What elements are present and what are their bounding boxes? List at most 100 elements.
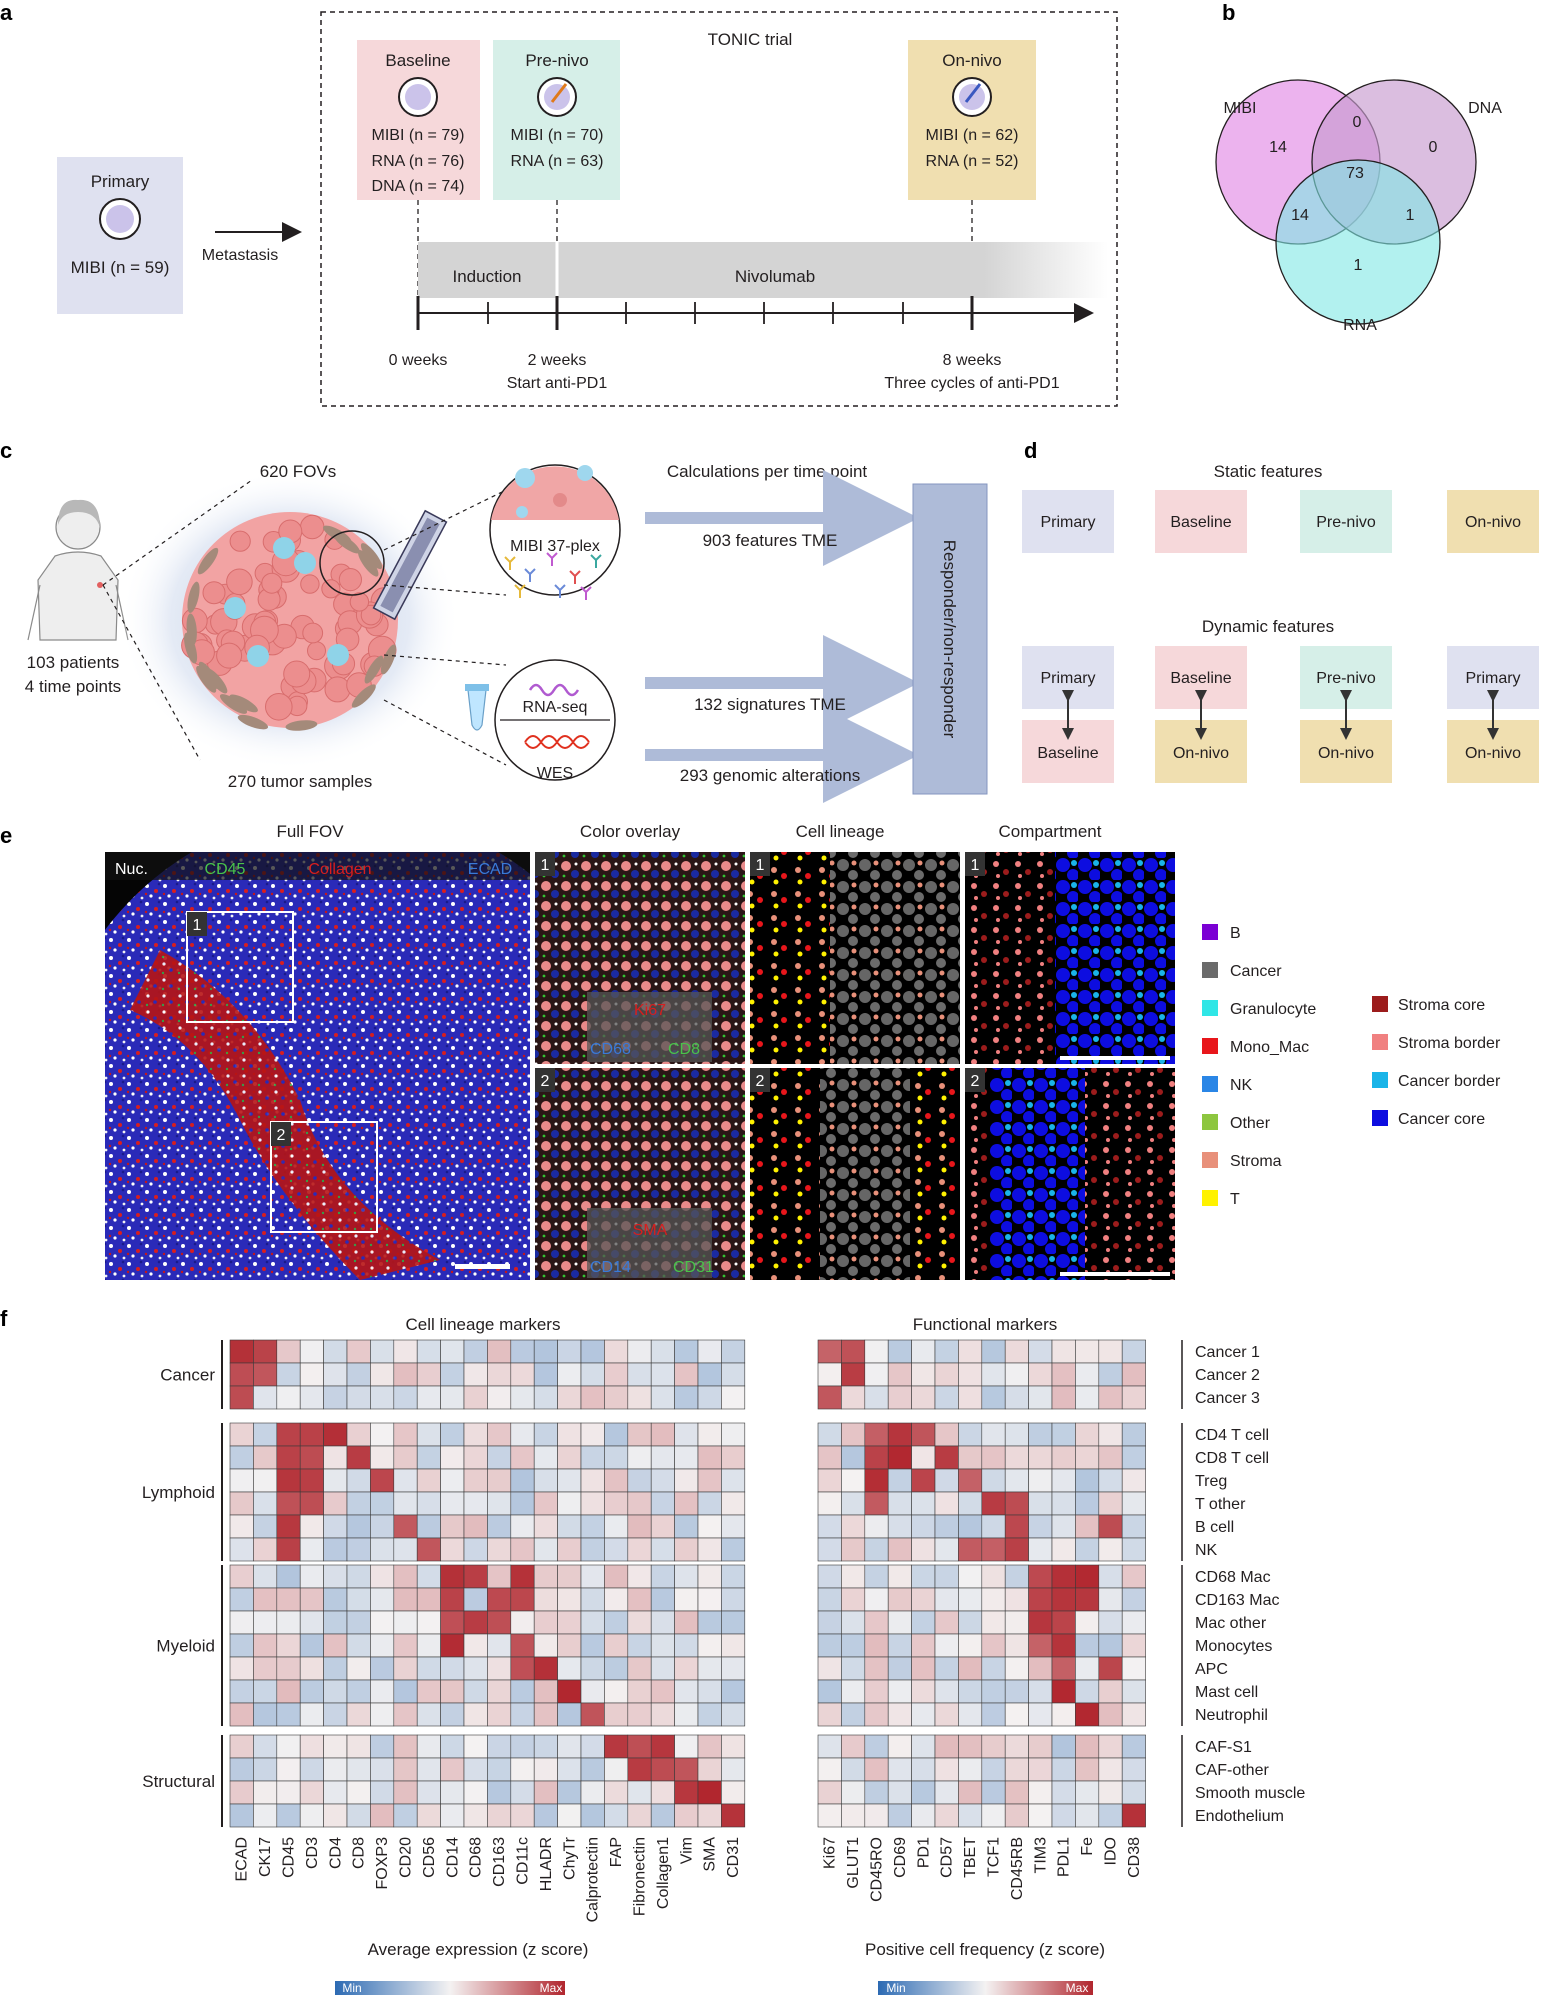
heatmap-cell — [370, 1422, 395, 1447]
row-label: NK — [1195, 1542, 1218, 1559]
heatmap-cell — [1075, 1803, 1100, 1828]
heatmap-cell — [674, 1422, 699, 1447]
heatmap-cell — [440, 1702, 465, 1727]
heatmap-cell — [1028, 1468, 1053, 1493]
heatmap-cell — [911, 1514, 936, 1539]
roi-box-1 — [186, 911, 294, 1023]
tumor-zoom-circle — [319, 530, 385, 596]
heatmap-cell — [533, 1514, 558, 1539]
heatmap-cell — [841, 1757, 866, 1782]
heatmap-cell — [1098, 1780, 1123, 1805]
heatmap-cell — [557, 1679, 582, 1704]
heatmap-cell — [393, 1633, 418, 1658]
heatmap-cell — [817, 1564, 842, 1589]
heatmap-cell — [887, 1734, 912, 1759]
heatmap-cell — [1075, 1679, 1100, 1704]
heatmap-cell — [958, 1803, 983, 1828]
tumor-cell — [226, 568, 253, 596]
heatmap-cell — [299, 1633, 324, 1658]
heatmap-cell — [533, 1803, 558, 1828]
heatmap-cell — [416, 1587, 441, 1612]
heatmap-cell — [557, 1514, 582, 1539]
heatmap-cell — [370, 1734, 395, 1759]
heatmap-cell — [1098, 1587, 1123, 1612]
heatmap-cell — [981, 1679, 1006, 1704]
heatmap-cell — [697, 1564, 722, 1589]
lineage-roi1-left — [750, 852, 830, 1064]
heatmap-cell — [627, 1468, 652, 1493]
heatmap-cell — [721, 1537, 746, 1562]
column-label: CD163 — [491, 1837, 508, 1887]
heatmap-cell — [841, 1679, 866, 1704]
heatmap-cell — [557, 1385, 582, 1410]
heatmap-cell — [416, 1537, 441, 1562]
color-overlay-title: Color overlay — [580, 822, 681, 841]
heatmap-cell — [697, 1702, 722, 1727]
heatmap-cell — [393, 1491, 418, 1516]
heatmap-cell — [346, 1587, 371, 1612]
heatmap-cell — [864, 1757, 889, 1782]
static-prenivo-box — [1300, 490, 1392, 553]
heatmap-cell — [841, 1422, 866, 1447]
heatmap-cell — [557, 1537, 582, 1562]
heatmap-cell — [346, 1780, 371, 1805]
heatmap-cell — [393, 1385, 418, 1410]
heatmap-cell — [416, 1514, 441, 1539]
prenivo-count-rna: RNA (n = 63) — [511, 153, 604, 170]
heatmap-cell — [1075, 1757, 1100, 1782]
heatmap-cell — [934, 1385, 959, 1410]
heatmap-cell — [981, 1656, 1006, 1681]
heatmap-cell — [533, 1491, 558, 1516]
heatmap-cell — [323, 1757, 348, 1782]
heatmap-cell — [864, 1468, 889, 1493]
antibody-icon — [546, 552, 558, 566]
heatmap-cell — [864, 1445, 889, 1470]
row-label: B cell — [1195, 1519, 1234, 1536]
row-label: Neutrophil — [1195, 1707, 1268, 1724]
heatmap-cell — [650, 1702, 675, 1727]
heatmap-cell — [981, 1339, 1006, 1364]
tumor-cell — [202, 581, 226, 605]
group-label: Myeloid — [156, 1637, 215, 1656]
heatmap-cell — [253, 1803, 278, 1828]
heatmap-cell — [911, 1780, 936, 1805]
heatmap-cell — [580, 1803, 605, 1828]
tube-icon — [465, 684, 489, 731]
heatmap-cell — [487, 1587, 512, 1612]
heatmap-cell — [416, 1385, 441, 1410]
heatmap-cell — [346, 1445, 371, 1470]
heatmap-cell — [721, 1734, 746, 1759]
heatmap-cell — [1121, 1385, 1146, 1410]
legend-label: B — [1230, 925, 1241, 942]
heatmap-cell — [1051, 1702, 1076, 1727]
dyn1-bottom-label: Baseline — [1037, 745, 1098, 762]
heatmap-cell — [1004, 1757, 1029, 1782]
heatmap-cell — [346, 1385, 371, 1410]
heatmap-cell — [1051, 1422, 1076, 1447]
heatmap-cell — [721, 1362, 746, 1387]
heatmap-cell — [580, 1780, 605, 1805]
heatmap-cell — [627, 1780, 652, 1805]
heatmap-cell — [229, 1803, 254, 1828]
timeline-bar — [418, 242, 1108, 298]
heatmap-cell — [911, 1633, 936, 1658]
full-fov-red-band — [130, 950, 440, 1280]
heatmap-cell — [346, 1537, 371, 1562]
heatmap-cell — [1121, 1780, 1146, 1805]
panel-label-a: a — [0, 0, 13, 25]
prenivo-box — [493, 40, 620, 200]
heatmap-cell — [1004, 1564, 1029, 1589]
heatmap-cell — [1075, 1633, 1100, 1658]
column-label: CD38 — [1126, 1837, 1143, 1878]
heatmap-cell — [697, 1610, 722, 1635]
heatmap-cell — [958, 1679, 983, 1704]
dyn3-top-label: Pre-nivo — [1316, 670, 1376, 687]
mibi-dash-1 — [383, 489, 507, 551]
heatmap-cell — [864, 1656, 889, 1681]
heatmap-cell — [1004, 1734, 1029, 1759]
heatmap-cell — [1098, 1633, 1123, 1658]
heatmap-cell — [887, 1679, 912, 1704]
heatmap-cell — [1028, 1564, 1053, 1589]
